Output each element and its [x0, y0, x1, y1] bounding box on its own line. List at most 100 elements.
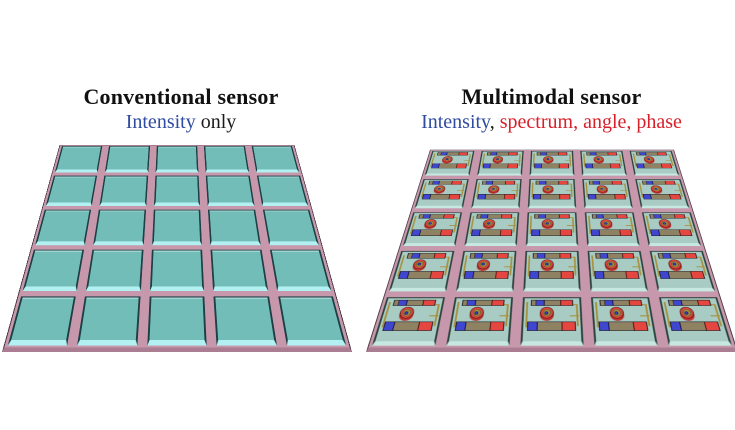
top-component-bar — [667, 299, 712, 306]
top-component-bar — [461, 299, 505, 306]
sensor-pixel — [54, 146, 103, 173]
component-body — [544, 300, 561, 306]
red-electrode — [558, 194, 570, 200]
lens-component — [543, 156, 554, 163]
component-body — [540, 229, 560, 236]
red-electrode — [684, 253, 697, 258]
red-electrode — [674, 214, 686, 219]
multimodal-pixel — [584, 212, 640, 247]
component-body — [488, 214, 502, 219]
multimodal-pixel — [388, 250, 455, 292]
red-electrode — [624, 271, 639, 279]
multimodal-pixel — [629, 150, 680, 176]
circuit-trace — [710, 315, 721, 317]
multimodal-pixel — [587, 250, 648, 292]
multimodal-pixel — [523, 250, 581, 292]
component-body — [430, 214, 445, 219]
red-electrode — [559, 229, 571, 236]
red-electrode — [622, 253, 634, 258]
multimodal-pixel — [414, 179, 469, 209]
lens-component — [599, 219, 613, 228]
component-body — [652, 181, 666, 185]
multimodal-pixel — [371, 296, 446, 346]
lens-component — [398, 306, 416, 319]
blue-electrode — [536, 300, 546, 306]
top-component-bar — [486, 152, 518, 156]
red-electrode — [433, 253, 446, 258]
top-component-bar — [481, 180, 516, 185]
component-body — [596, 152, 609, 156]
red-electrode — [657, 152, 667, 156]
top-component-bar — [536, 152, 568, 156]
bottom-component-bar — [598, 321, 648, 331]
top-component-bar — [532, 253, 572, 259]
multimodal-pixel — [402, 212, 463, 247]
component-body — [599, 181, 613, 185]
lens-component — [476, 259, 491, 270]
component-body — [651, 194, 671, 200]
red-electrode — [703, 321, 720, 331]
red-electrode — [508, 152, 518, 156]
component-body — [439, 181, 453, 185]
top-component-bar — [475, 214, 513, 219]
bottom-component-bar — [594, 271, 640, 279]
component-body — [473, 271, 496, 279]
bottom-component-bar — [534, 163, 569, 169]
bottom-component-bar — [398, 271, 444, 279]
red-electrode — [668, 194, 681, 200]
lens-component — [643, 156, 655, 163]
sensor-pixel — [153, 175, 201, 207]
lens-component — [482, 219, 496, 228]
blue-electrode — [537, 253, 546, 258]
conventional-sensor-array — [2, 144, 352, 352]
red-electrode — [458, 152, 468, 156]
multimodal-pixel — [658, 296, 733, 346]
lens-component — [492, 156, 504, 163]
component-body — [613, 300, 630, 306]
component-body — [680, 321, 706, 331]
bottom-component-bar — [590, 229, 632, 236]
bottom-component-bar — [529, 271, 574, 279]
top-component-bar — [635, 152, 668, 156]
component-body — [490, 163, 508, 168]
red-electrode — [628, 300, 642, 306]
bottom-component-bar — [642, 193, 682, 200]
circuit-trace — [511, 190, 519, 192]
lens-component — [541, 219, 554, 228]
component-body — [480, 229, 501, 236]
component-body — [546, 214, 560, 219]
bottom-component-bar — [650, 229, 693, 236]
circuit-trace — [513, 160, 521, 161]
lens-component — [540, 259, 554, 270]
component-body — [596, 194, 615, 200]
component-body — [604, 271, 626, 279]
top-component-bar — [598, 299, 643, 306]
red-electrode — [560, 300, 573, 306]
sensor-pixel — [155, 146, 199, 173]
lens-component — [542, 185, 554, 193]
component-body — [668, 271, 692, 279]
red-electrode — [429, 271, 443, 279]
circuit-trace — [499, 315, 509, 317]
component-body — [546, 181, 559, 185]
lens-component — [667, 259, 683, 270]
top-component-bar — [469, 253, 510, 259]
red-electrode — [660, 163, 672, 168]
sensor-pixel — [204, 146, 249, 173]
blue-electrode — [528, 321, 539, 331]
circuit-trace — [448, 225, 457, 227]
multimodal-pixel — [649, 250, 716, 292]
circuit-trace — [428, 315, 439, 317]
bottom-component-bar — [482, 163, 518, 169]
component-body — [438, 163, 457, 168]
multimodal-pixel — [529, 150, 575, 176]
component-body — [482, 253, 498, 258]
circuit-trace — [625, 225, 634, 227]
top-component-bar — [418, 214, 456, 219]
component-body — [465, 321, 490, 331]
red-electrode — [561, 321, 575, 331]
multimodal-pixel — [641, 212, 702, 247]
red-electrode — [499, 229, 512, 236]
sensor-pixel — [269, 249, 332, 291]
circuit-trace — [507, 225, 516, 227]
